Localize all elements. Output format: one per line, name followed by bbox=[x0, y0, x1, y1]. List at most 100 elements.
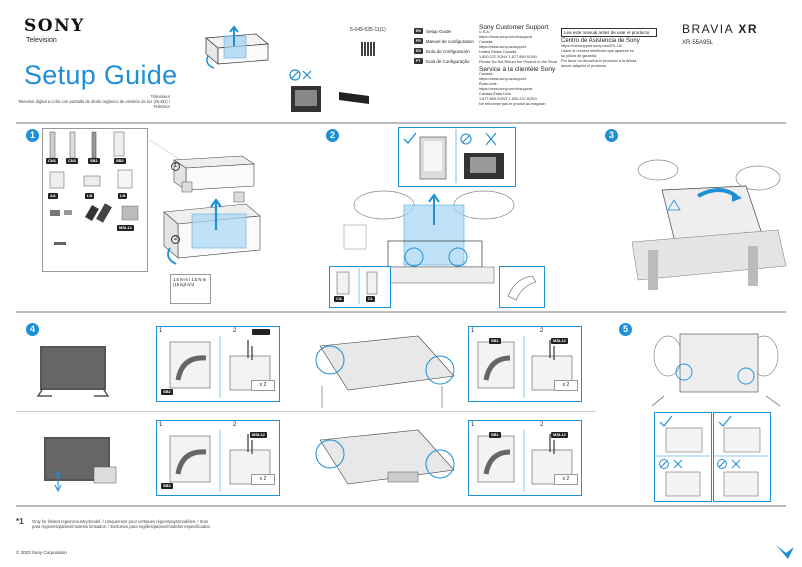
step4-tv-front-2 bbox=[44, 437, 117, 493]
header-unbox-illustration bbox=[205, 25, 269, 69]
support-link[interactable]: https://www.sony.com/tvsupport bbox=[479, 87, 533, 91]
support-line: United States Canada bbox=[479, 50, 517, 54]
step-4-badge: 4 bbox=[26, 323, 39, 336]
assist-line: Por favor no devuelva el producto a la t… bbox=[561, 59, 637, 63]
footnote-line: para regiones/países/modelos limitados. … bbox=[32, 524, 211, 529]
stand-attach-illustration-3 bbox=[169, 430, 271, 492]
part-tag: CN2 bbox=[66, 158, 79, 164]
support-line: Canada États-Unis bbox=[479, 92, 511, 96]
part-tag: CN1 bbox=[46, 158, 59, 164]
page-title: Setup Guide bbox=[24, 60, 178, 90]
lang-label: Setup Guide bbox=[426, 28, 452, 34]
assist-block: Centro de Asistencia de Sony https://mex… bbox=[561, 38, 657, 69]
document-code: 5-049-535-11(1) bbox=[350, 27, 386, 33]
lang-code: EN bbox=[414, 28, 423, 34]
part-tag: CA bbox=[334, 296, 344, 302]
read-first-box: Lea este manual antes de usar el product… bbox=[561, 28, 657, 37]
qr-code[interactable] bbox=[361, 42, 375, 56]
lang-code: PT bbox=[414, 58, 423, 64]
substep-2: 2 bbox=[171, 235, 180, 244]
support-line: Canada : bbox=[479, 72, 495, 76]
stand-attach-illustration bbox=[169, 336, 271, 398]
substep-num: 1 bbox=[159, 422, 163, 428]
step4-tv-back-1 bbox=[315, 335, 455, 408]
stand-attach-illustration-4 bbox=[477, 430, 573, 492]
support-title-fr: Service à la clientèle Sony bbox=[479, 66, 556, 73]
substep-num: 1 bbox=[471, 422, 475, 428]
support-line: Canada: bbox=[479, 40, 494, 44]
brand-logo: SONY bbox=[24, 16, 85, 36]
part-tag: SB2 bbox=[161, 483, 173, 489]
step-5-badge: 5 bbox=[619, 323, 632, 336]
torque-spec: 1.5 N·m / 1.5 N·m {15 kgf·cm} bbox=[170, 274, 211, 304]
step2-lift-illustration bbox=[343, 190, 515, 284]
lang-code: ES bbox=[414, 48, 423, 54]
copyright: © 2023 Sony Corporation bbox=[16, 550, 67, 555]
step2-parts-illustration bbox=[336, 268, 378, 304]
support-link[interactable]: https://www.sony.com/tvsupport bbox=[479, 35, 533, 39]
support-block: Sony Customer Support U.S.A.: https://ww… bbox=[479, 24, 559, 107]
part-tag: SB2 bbox=[161, 389, 173, 395]
footnote-mark: *1 bbox=[16, 517, 24, 526]
screw-count: x 2 bbox=[554, 474, 578, 485]
part-tag: SB1 bbox=[88, 158, 100, 164]
assist-title: Centro de Asistencia de Sony bbox=[561, 38, 640, 44]
screw-count: x 2 bbox=[251, 380, 275, 391]
header-warning-illustration bbox=[289, 69, 369, 112]
substep-1: 1 bbox=[171, 162, 180, 171]
part-tag: AA bbox=[48, 193, 58, 199]
assist-link[interactable]: https://mexsupport.sony.com/ES-LA/ bbox=[561, 44, 623, 48]
torque-line: 1.5 N·m / 1.5 N·m bbox=[173, 277, 207, 282]
product-suffix: XR bbox=[738, 22, 758, 36]
subtitle-line-3: Televisor bbox=[153, 104, 170, 109]
step2-hand-illustration bbox=[507, 275, 537, 301]
step-3-badge: 3 bbox=[605, 129, 618, 142]
step-1-badge: 1 bbox=[26, 129, 39, 142]
product-name: BRAVIA bbox=[682, 22, 734, 36]
part-tag bbox=[252, 329, 270, 335]
assist-line: donde adquirió el producto. bbox=[561, 64, 608, 68]
step5-ok-ng-panel-left bbox=[654, 412, 712, 502]
support-line: États-Unis : bbox=[479, 82, 499, 86]
divider bbox=[16, 411, 596, 412]
part-tag: LB bbox=[85, 193, 95, 199]
substep-num: 2 bbox=[233, 422, 237, 428]
step-2-badge: 2 bbox=[326, 129, 339, 142]
part-tag: MSL12 bbox=[551, 338, 568, 344]
lang-code: FR bbox=[414, 38, 423, 44]
footnote-line: Only for limited region/country/model. /… bbox=[32, 519, 208, 524]
support-line: 1.800.222.SONY 1.877.899.SONY bbox=[479, 55, 538, 59]
part-tag: MSL12 bbox=[117, 225, 134, 231]
model-number: XR-55A95L bbox=[682, 40, 714, 46]
support-line: Ne retournez pas le produit au magasin bbox=[479, 102, 546, 106]
subtitle-line-1: Téléviseur bbox=[150, 94, 170, 99]
substep-num: 2 bbox=[540, 328, 544, 334]
step2-hand-panel bbox=[499, 266, 545, 308]
step3-lay-tv-illustration bbox=[631, 159, 787, 290]
part-tag: MSL12 bbox=[551, 432, 568, 438]
part-tag: SB1 bbox=[489, 338, 501, 344]
support-link[interactable]: https://www.sony.ca/support bbox=[479, 77, 526, 81]
support-line: 1.877.899.SONY 1.800.222.SONY bbox=[479, 97, 538, 101]
divider bbox=[16, 505, 786, 507]
part-tag: MSL12 bbox=[250, 432, 267, 438]
substep-num: 1 bbox=[159, 328, 163, 334]
subtitle-line-2: Televisor digital a color con pantalla d… bbox=[18, 99, 170, 104]
support-title: Sony Customer Support bbox=[479, 24, 549, 31]
part-tag: LN bbox=[118, 193, 128, 199]
product-line: BRAVIA XR bbox=[682, 22, 758, 36]
step5-stand-up-illustration bbox=[651, 333, 781, 407]
part-tag: CL bbox=[366, 296, 376, 302]
torque-line: {15 kgf·cm} bbox=[173, 282, 195, 287]
substep-num: 1 bbox=[471, 328, 475, 334]
step4-tv-front-1 bbox=[36, 346, 110, 397]
step4-tv-back-2 bbox=[315, 429, 455, 485]
support-link[interactable]: https://www.sony.ca/support bbox=[479, 45, 526, 49]
screw-count: x 2 bbox=[554, 380, 578, 391]
screw-count: x 2 bbox=[251, 474, 275, 485]
divider bbox=[16, 311, 786, 313]
parts-illustrations bbox=[49, 131, 139, 245]
